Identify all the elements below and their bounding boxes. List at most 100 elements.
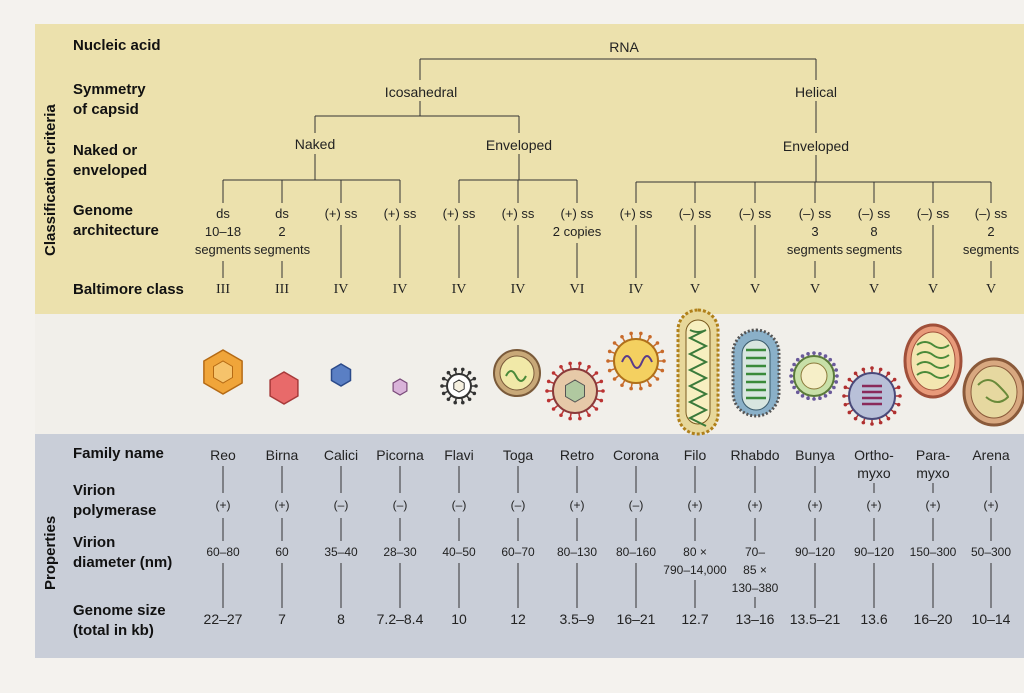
retro-virion-icon — [599, 398, 604, 403]
family-name-label-line: Bunya — [795, 447, 835, 463]
genome-architecture-label-line: (–) ss — [857, 206, 891, 221]
diameter-label-line: 80–160 — [615, 545, 657, 559]
retro-virion-icon — [587, 413, 591, 418]
corona-virion-icon — [607, 368, 612, 373]
bunya-virion-icon — [812, 397, 816, 401]
bunya-virion-icon — [792, 385, 796, 390]
orthomyxo-virion-icon — [853, 371, 858, 376]
genome-architecture-label: (+) ss — [620, 205, 653, 223]
retro-virion-icon — [546, 379, 551, 384]
baltimore-class-label: IV — [392, 282, 408, 297]
diameter-label: 90–120 — [795, 543, 835, 561]
family-name-label-line: Birna — [265, 447, 299, 463]
corona-virion-icon — [648, 383, 652, 388]
diameter-label: 35–40 — [324, 543, 357, 561]
retro-virion-icon — [568, 416, 572, 421]
polymerase-label: (+) — [866, 498, 882, 512]
retro-virion-icon — [578, 361, 582, 366]
retro-virion-icon — [559, 413, 563, 418]
family-name-label-line: Rhabdo — [730, 447, 780, 463]
corona-virion-icon — [662, 359, 666, 363]
orthomyxo-virion-icon — [892, 410, 897, 415]
birna-virion-icon — [269, 371, 299, 405]
row-label-baltimore-class: Baltimore class — [73, 281, 184, 298]
diameter-label: 90–120 — [854, 543, 894, 561]
genome-size-label: 10 — [451, 611, 467, 627]
picorna-virion-icon — [392, 378, 408, 396]
orthomyxo-virion-icon — [896, 402, 901, 407]
corona-virion-icon — [660, 349, 665, 354]
bunya-virion-icon — [789, 368, 794, 372]
filo-virion-icon — [687, 329, 709, 427]
orthomyxo-virion-icon — [896, 385, 901, 390]
row-label-family-name: Family name — [73, 445, 164, 462]
baltimore-class-label: V — [809, 282, 821, 297]
diameter-label-line: 40–50 — [442, 545, 476, 559]
diameter-label: 50–300 — [971, 543, 1011, 561]
row-label-polymerase-line2: polymerase — [73, 502, 157, 519]
family-name-label: Toga — [503, 446, 533, 464]
diameter-label-line: 80 × — [683, 545, 707, 559]
corona-virion-icon — [606, 359, 610, 363]
bunya-virion-icon — [828, 357, 833, 362]
polymerase-label: (+) — [983, 498, 999, 512]
bunya-virion-icon — [812, 351, 816, 355]
genome-architecture-label-line: 8 — [870, 224, 878, 239]
genome-architecture-label: (+) ss — [325, 205, 358, 223]
genome-size-label: 22–27 — [203, 611, 243, 627]
polymerase-label: (–) — [510, 498, 526, 512]
row-label-naked-enveloped: Naked or enveloped — [73, 141, 147, 181]
node-icosahedral: Icosahedral — [384, 84, 458, 100]
bunya-virion-icon — [834, 380, 839, 384]
genome-architecture-label-line: (+) ss — [324, 206, 358, 221]
family-name-label-line: Ortho- — [854, 447, 894, 463]
orthomyxo-virion-icon — [847, 377, 852, 382]
family-name-label: Para-myxo — [916, 446, 950, 482]
diameter-label-line: 35–40 — [324, 545, 358, 559]
bunya-virion-icon — [823, 394, 828, 398]
genome-architecture-label-line: (–) ss — [974, 206, 1008, 221]
genome-architecture-label-line: ds — [216, 206, 230, 221]
diameter-label-line: 130–380 — [731, 581, 779, 595]
rhabdo-virion-icon — [746, 348, 766, 400]
diameter-label-line: 80–130 — [556, 545, 598, 559]
bunya-virion-icon — [789, 374, 793, 378]
family-name-label-line: Arena — [972, 447, 1010, 463]
genome-architecture-label-line: (–) ss — [678, 206, 712, 221]
row-label-diameter-line2: diameter (nm) — [73, 554, 173, 571]
bunya-virion-icon — [806, 351, 810, 356]
flavi-virion-icon — [440, 384, 444, 388]
orthomyxo-virion-icon — [870, 366, 874, 370]
row-label-genome-size-line1: Genome size — [73, 602, 166, 619]
orthomyxo-virion-icon — [862, 384, 882, 406]
family-name-label-line: Retro — [559, 447, 595, 463]
genome-architecture-label-line: (+) ss — [501, 206, 535, 221]
diameter-label-line: 28–30 — [383, 545, 417, 559]
flavi-virion-icon — [453, 367, 458, 372]
orthomyxo-virion-icon — [843, 385, 848, 390]
classification-band — [35, 24, 1024, 314]
orthomyxo-virion-icon — [878, 367, 883, 372]
bunya-virion-icon — [795, 357, 800, 362]
arena-virion-icon — [970, 365, 1018, 419]
genome-architecture-label-line: (+) ss — [560, 206, 594, 221]
bunya-virion-icon — [828, 390, 833, 395]
orthomyxo-virion-icon — [842, 394, 846, 398]
polymerase-label: (–) — [628, 498, 644, 512]
flavi-virion-icon — [472, 391, 477, 396]
flavi-virion-icon — [460, 400, 465, 405]
row-label-virion-polymerase: Virion polymerase — [73, 481, 156, 521]
polymerase-label: (+) — [687, 498, 703, 512]
corona-virion-icon — [655, 341, 660, 345]
flavi-virion-icon — [472, 376, 477, 381]
diameter-label: 80–130 — [557, 543, 597, 561]
genome-architecture-label: (–) ss — [739, 205, 772, 223]
diameter-label-line: 50–300 — [970, 545, 1012, 559]
retro-virion-icon — [594, 371, 599, 375]
polymerase-label: (+) — [215, 498, 231, 512]
genome-size-label: 3.5–9 — [559, 611, 595, 627]
retro-virion-icon — [545, 389, 549, 393]
genome-size-label: 13–16 — [735, 611, 775, 627]
corona-virion-icon — [612, 341, 617, 345]
diameter-label-line: 60–70 — [501, 545, 535, 559]
